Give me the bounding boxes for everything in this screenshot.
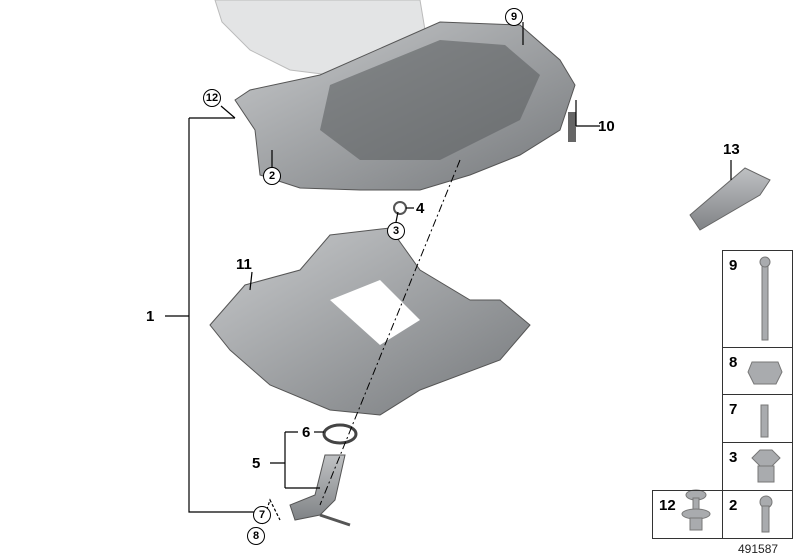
callout-5: 5 — [252, 455, 261, 472]
callout-2: 2 — [263, 167, 281, 185]
fastener-box-8: 8 — [722, 347, 793, 395]
callout-11: 11 — [236, 256, 252, 273]
oil-level-sensor — [568, 112, 576, 142]
callout-9: 9 — [505, 8, 523, 26]
seal-ring-6 — [322, 423, 358, 445]
callout-4: 4 — [416, 200, 425, 217]
callout-3: 3 — [387, 222, 405, 240]
callout-8: 8 — [247, 527, 265, 545]
fastener-box-9: 9 — [722, 250, 793, 348]
fastener-box-7: 7 — [722, 394, 793, 443]
sealant-tube — [689, 167, 771, 231]
callout-12: 12 — [203, 89, 221, 107]
box-label: 2 — [729, 497, 738, 514]
callout-1: 1 — [146, 308, 155, 325]
diagram-id: 491587 — [738, 542, 779, 556]
fastener-box-3: 3 — [722, 442, 793, 491]
box-label: 9 — [729, 257, 738, 274]
callout-10: 10 — [598, 118, 615, 135]
box-label: 3 — [729, 449, 738, 466]
box-label: 7 — [729, 401, 738, 418]
box-label: 12 — [659, 497, 676, 514]
seal-ring-4 — [393, 201, 407, 215]
fastener-box-2: 2 — [722, 490, 793, 539]
box-label: 8 — [729, 354, 738, 371]
callout-7: 7 — [253, 506, 271, 524]
fastener-box-12: 12 — [652, 490, 723, 539]
callout-6: 6 — [302, 424, 311, 441]
callout-13: 13 — [723, 141, 740, 158]
